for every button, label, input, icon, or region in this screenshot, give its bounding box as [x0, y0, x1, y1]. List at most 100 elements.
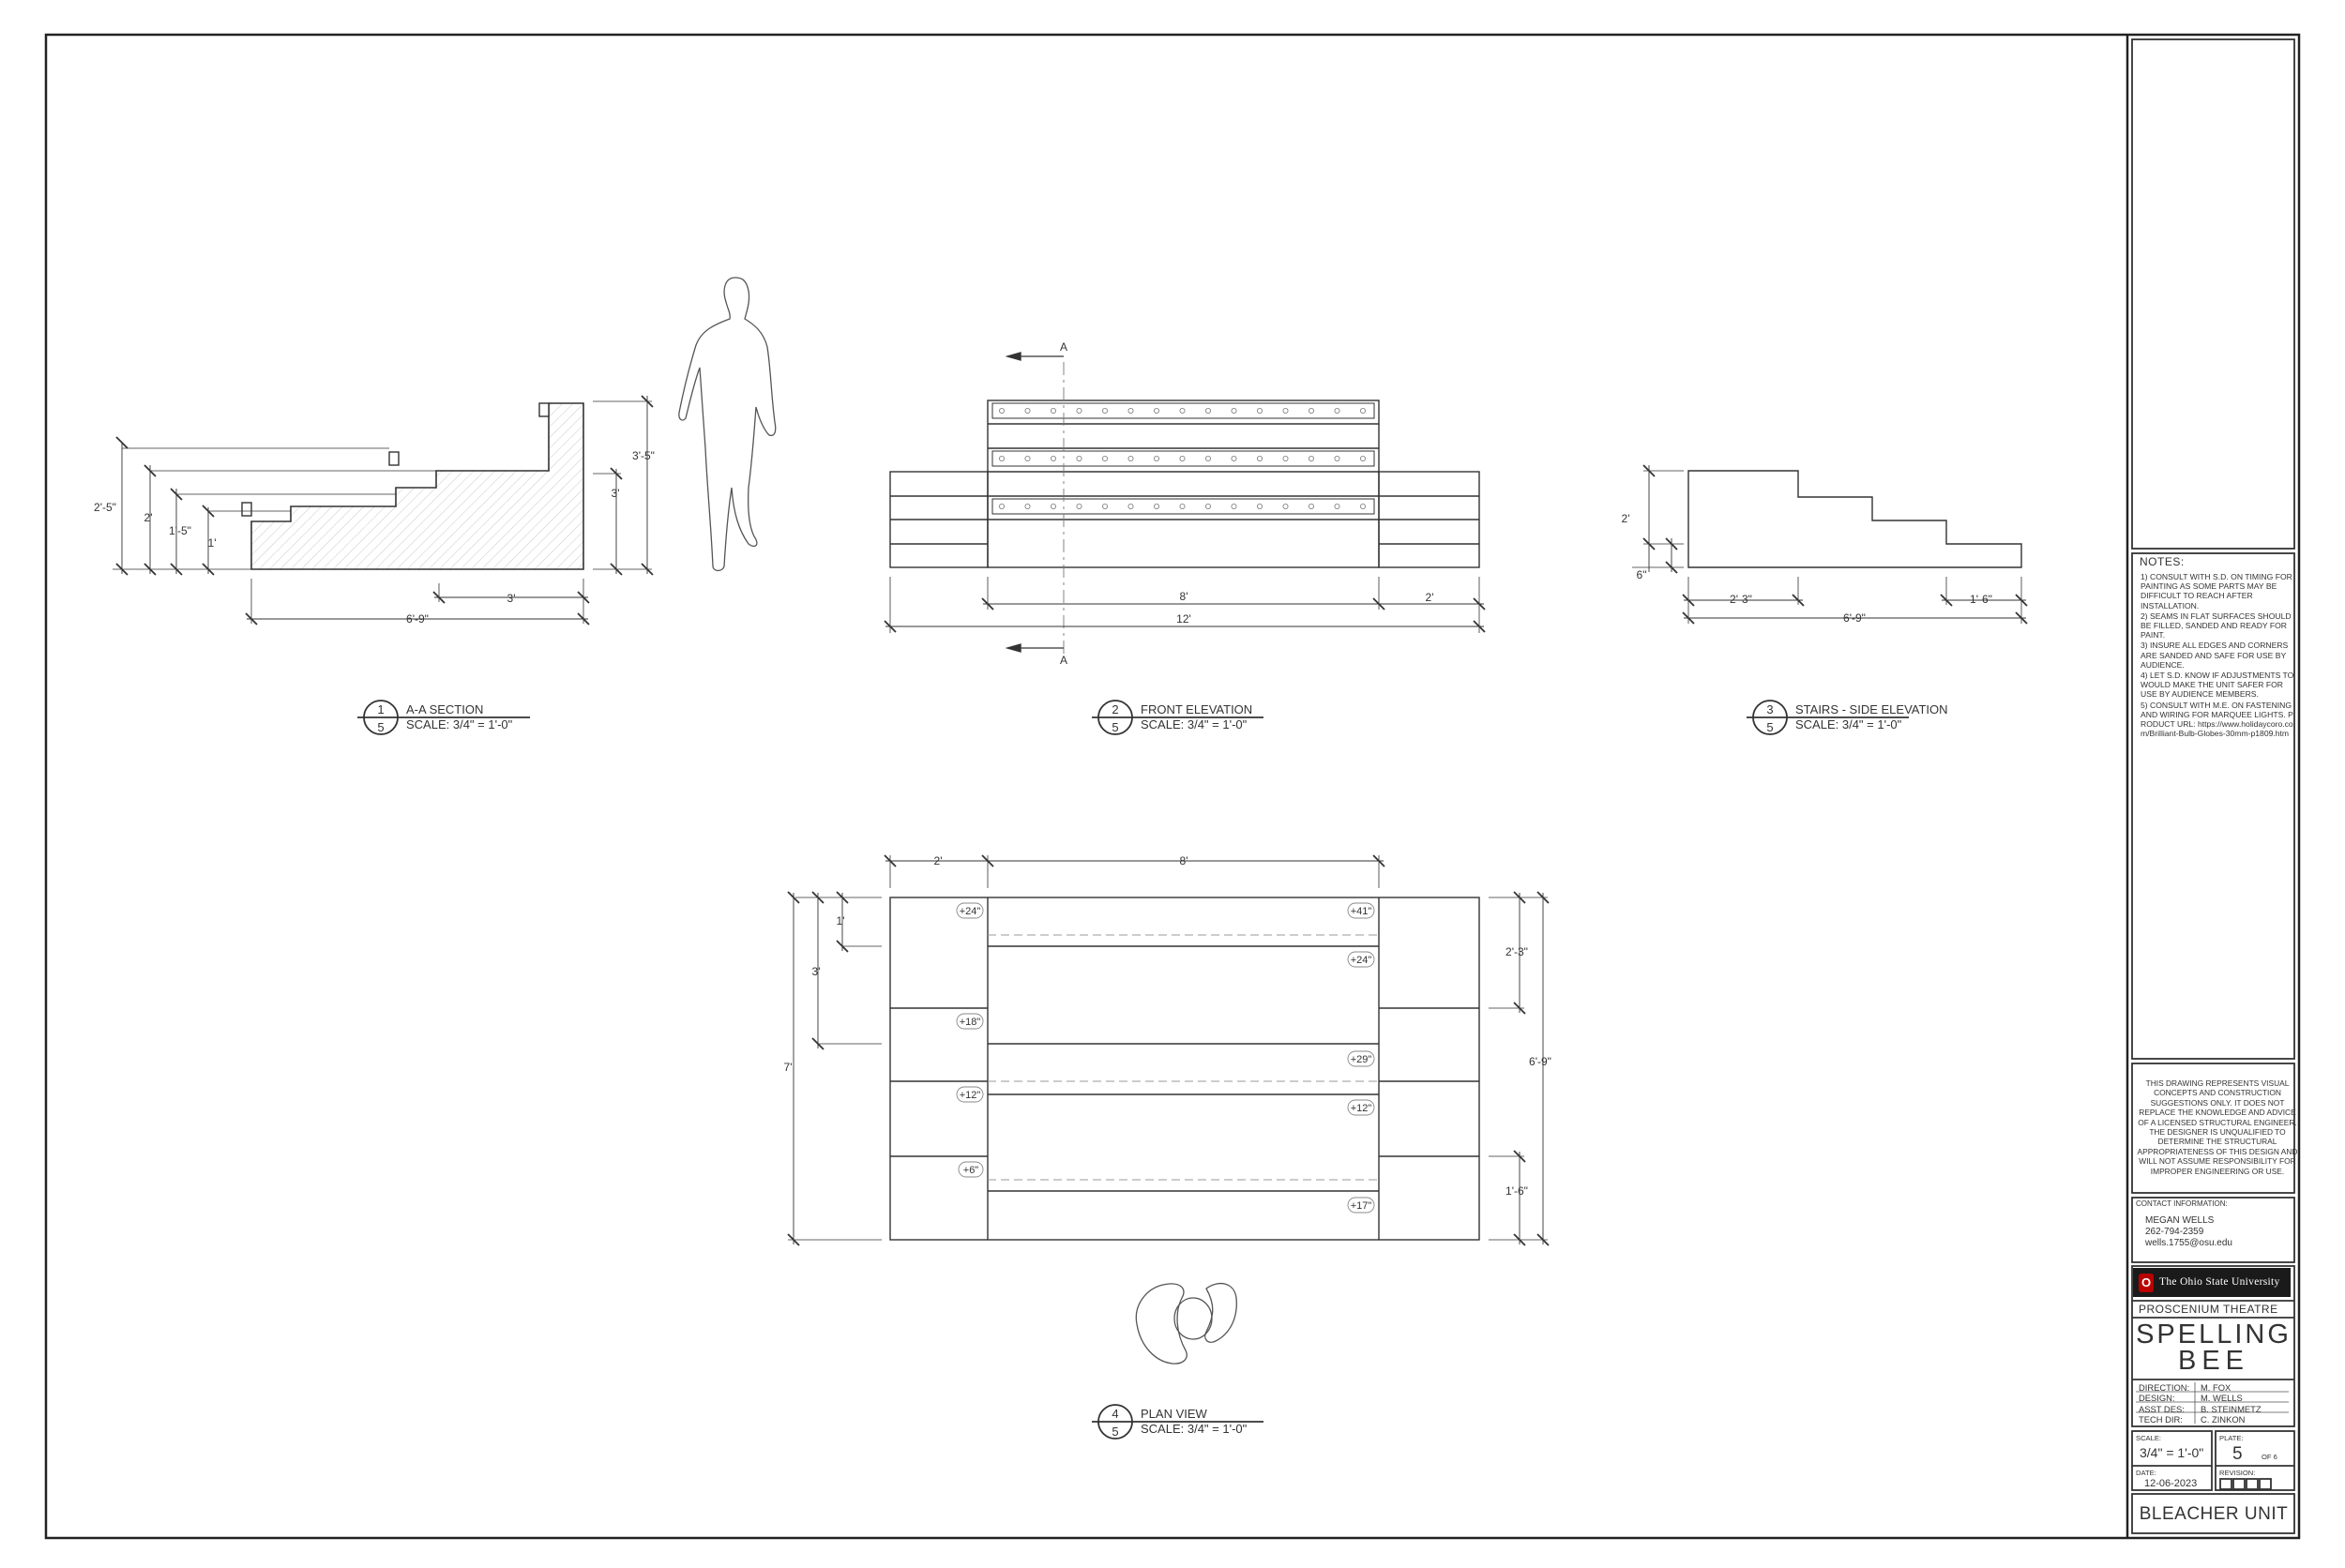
marquee-bulb [999, 504, 1006, 510]
section-mark-top: A [1060, 340, 1067, 354]
dim-label: 8' [1180, 590, 1188, 603]
svg-text:4: 4 [1112, 1407, 1118, 1421]
marquee-strip [991, 450, 1375, 467]
marquee-bulb [1127, 455, 1134, 461]
callout-2 [1092, 700, 1263, 735]
marquee-bulb [1154, 455, 1160, 461]
dim-label: 1'-6" [1970, 593, 1992, 606]
note-item: 4) LET S.D. KNOW IF ADJUSTMENTS TO WOULD… [2141, 671, 2294, 700]
front-elevation-labels: A A 8' 2' 12' [1060, 340, 1433, 667]
height-label: +12" [1351, 1103, 1372, 1114]
height-label: +12" [960, 1090, 981, 1101]
svg-text:SCALE: 3/4" = 1'-0": SCALE: 3/4" = 1'-0" [1795, 717, 1902, 731]
dim-label: 3' [612, 487, 620, 500]
marquee-bulbs [999, 407, 1367, 510]
stairs-dimension-labels: 2' 6" 2'-3" 1'-6" 6'-9" [1622, 512, 1992, 625]
svg-text:1: 1 [377, 702, 384, 716]
svg-text:3: 3 [1766, 702, 1773, 716]
osu-logo-icon: O [2139, 1274, 2154, 1292]
credits: DIRECTION:M. FOX DESIGN:M. WELLS ASST DE… [2139, 1382, 2262, 1425]
marquee-bulb [999, 407, 1006, 414]
height-label: +24" [1351, 955, 1372, 966]
university-name: The Ohio State University [2159, 1276, 2280, 1288]
marquee-bulb [1360, 455, 1367, 461]
svg-text:SCALE: 3/4" = 1'-0": SCALE: 3/4" = 1'-0" [406, 717, 513, 731]
marquee-bulb [1024, 504, 1031, 510]
dim-label: 3'-5" [632, 449, 655, 462]
contact-phone: 262-794-2359 [2145, 1227, 2204, 1237]
marquee-bulb [1231, 407, 1237, 414]
dim-label: 6" [1637, 568, 1647, 581]
section-cleat [538, 402, 550, 417]
dim-label: 2'-5" [94, 501, 116, 514]
marquee-bulb [1309, 504, 1315, 510]
dim-label: 1'-5" [169, 524, 191, 537]
svg-text:5: 5 [1766, 720, 1773, 734]
scale-value: 3/4" = 1'-0" [2140, 1445, 2204, 1460]
sheet-title: BLEACHER UNIT [2139, 1504, 2289, 1524]
credit-row: DIRECTION:M. FOX [2139, 1382, 2232, 1393]
svg-text:SCALE: 3/4" = 1'-0": SCALE: 3/4" = 1'-0" [1141, 717, 1248, 731]
stairs-profile [1687, 470, 2022, 568]
svg-text:5: 5 [1112, 1425, 1118, 1439]
credit-row: TECH DIR:C. ZINKON [2139, 1413, 2246, 1425]
contact-info: MEGAN WELLS 262-794-2359 wells.1755@osu.… [2145, 1215, 2232, 1249]
plate-total: OF 6 [2262, 1453, 2277, 1461]
note-item: 3) INSURE ALL EDGES AND CORNERS ARE SAND… [2141, 641, 2289, 670]
date-value: 12-06-2023 [2144, 1478, 2198, 1489]
marquee-bulb [1205, 407, 1212, 414]
marquee-bulb [1179, 455, 1186, 461]
callout-3 [1747, 700, 1909, 735]
contact-email: wells.1755@osu.edu [2145, 1238, 2232, 1248]
dim-label: 2' [1622, 512, 1630, 525]
dim-label: 6'-9" [1843, 611, 1866, 625]
disclaimer: THIS DRAWING REPRESENTS VISUAL CONCEPTS … [2137, 1078, 2298, 1176]
marquee-bulb [1257, 407, 1263, 414]
dim-label: 8' [1180, 854, 1188, 867]
marquee-bulb [1282, 504, 1289, 510]
marquee-bulb [1179, 504, 1186, 510]
svg-text:FRONT ELEVATION: FRONT ELEVATION [1141, 702, 1252, 716]
marquee-bulb [1102, 407, 1109, 414]
section-mark-bottom: A [1060, 654, 1067, 667]
human-figure-elevation [678, 277, 777, 572]
svg-text:5: 5 [377, 720, 384, 734]
plan-height-bubbles [956, 902, 1375, 1214]
marquee-bulb [999, 455, 1006, 461]
title-block-frames [2131, 38, 2295, 1534]
marquee-strip [991, 402, 1375, 419]
marquee-bulb [1231, 455, 1237, 461]
note-item: 2) SEAMS IN FLAT SURFACES SHOULD BE FILL… [2141, 611, 2292, 641]
dim-label: 7' [784, 1061, 793, 1074]
svg-text:A-A SECTION: A-A SECTION [406, 702, 483, 716]
marquee-bulb [1154, 407, 1160, 414]
dim-label: 6'-9" [406, 612, 429, 626]
note-item: 1) CONSULT WITH S.D. ON TIMING FOR PAINT… [2141, 572, 2292, 611]
section-cleat [388, 451, 400, 466]
revision-label: REVISION: [2219, 1469, 2256, 1477]
marquee-bulb [1334, 407, 1340, 414]
dim-label: 2'-3" [1505, 945, 1528, 958]
show-title-line2: BEE [2177, 1346, 2250, 1376]
plan-view-drawing [787, 854, 1550, 1246]
marquee-bulb [1282, 407, 1289, 414]
dim-label: 1' [208, 536, 217, 550]
marquee-bulb [1102, 455, 1109, 461]
marquee-bulb [1257, 455, 1263, 461]
marquee-bulb [1127, 504, 1134, 510]
marquee-bulb [1309, 407, 1315, 414]
marquee-bulb [1154, 504, 1160, 510]
marquee-bulb [1360, 407, 1367, 414]
marquee-bulb [1102, 504, 1109, 510]
height-label: +41" [1351, 906, 1372, 917]
plan-outline [889, 897, 1480, 1241]
show-title-line1: SPELLING [2136, 1319, 2292, 1349]
marquee-bulb [1231, 504, 1237, 510]
dim-label: 12' [1176, 612, 1191, 626]
callout-labels: 1 5 A-A SECTION SCALE: 3/4" = 1'-0" 2 5 … [377, 702, 1947, 1439]
marquee-bulb [1334, 504, 1340, 510]
front-center-unit [987, 400, 1380, 568]
callout-1 [357, 700, 530, 735]
dim-label: 6'-9" [1529, 1055, 1551, 1068]
